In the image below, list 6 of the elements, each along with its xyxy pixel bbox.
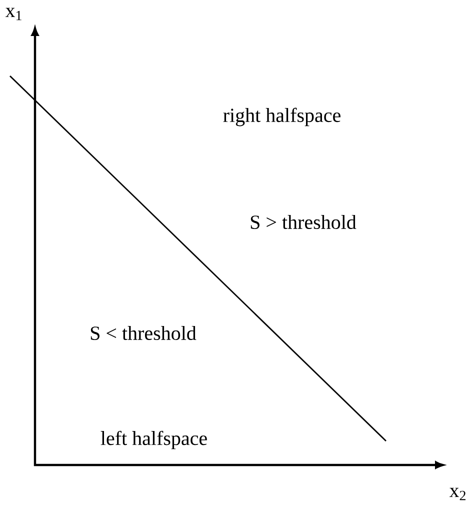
- axis-label: x$_{1}$: [5, 8, 22, 20]
- region-label: left halfspace: [100, 430, 207, 450]
- region-label: S < threshold: [90, 326, 196, 340]
- region-label: right halfspace: [223, 108, 340, 126]
- region-label: S > threshold: [250, 214, 356, 230]
- axis-label: x$_{2}$: [449, 488, 466, 500]
